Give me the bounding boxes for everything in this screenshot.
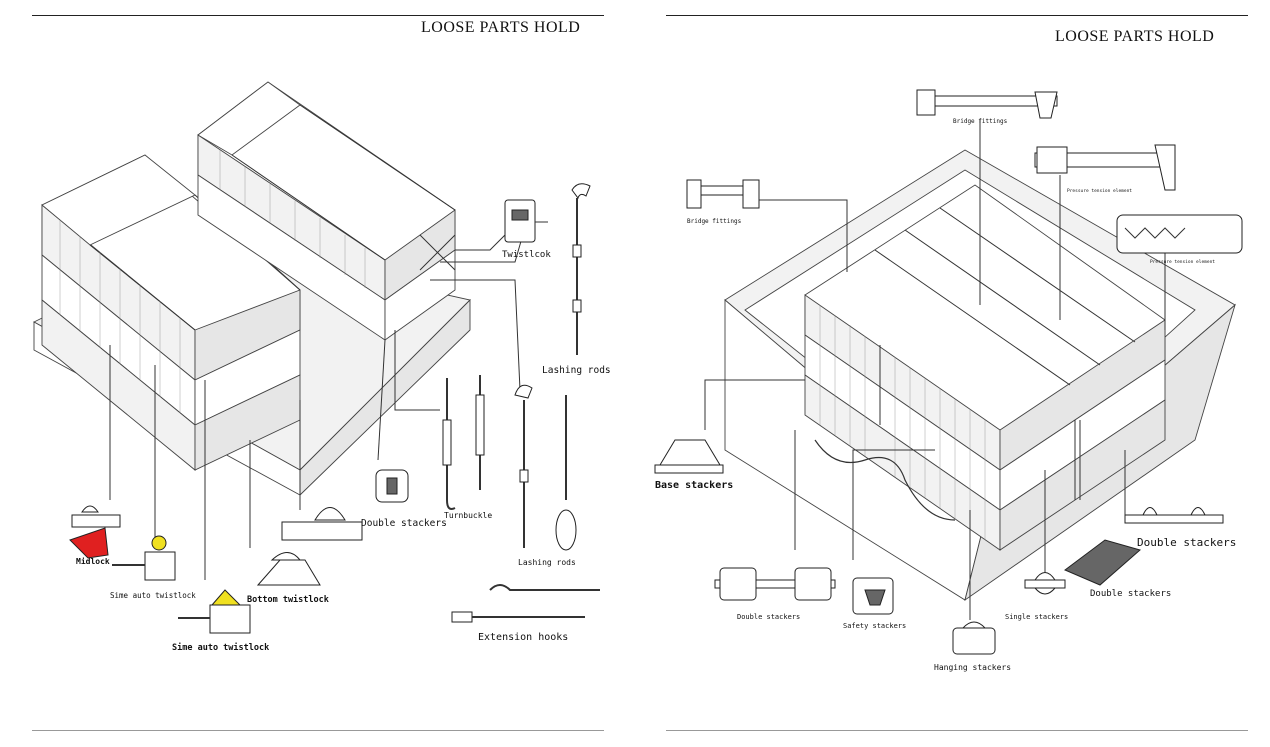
extension-hook-icon [451,584,600,623]
double-stacker-2-icon [1064,539,1142,586]
leader-lines-left [109,209,531,580]
label-twistlock: Twistlcok [502,250,551,260]
page-right: LOOSE PARTS HOLD [635,0,1270,747]
double-stacker-1-icon [1124,507,1224,524]
label-pressure-tension-1: Pressure tension element [1067,188,1132,194]
label-midlock: Midlock [76,556,110,566]
label-hanging-stackers: Hanging stackers [934,663,1011,672]
bridge-fitting-left-icon [686,179,760,209]
label-bridge-fittings-left: Bridge fittings [687,218,742,225]
label-lashing-rods-bottom: Lashing rods [518,558,576,567]
container-stack-right [197,81,456,341]
right-hold-diagram: Bridge fittings Bridge fittings Pressure… [654,89,1243,672]
label-turnbuckle: Turnbuckle [444,511,492,520]
container-ribs [819,305,986,540]
label-double-stackers: Double stackers [361,518,447,529]
label-double-stackers-1: Double stackers [1137,536,1236,549]
midlock-icon [69,505,121,559]
container-block [804,184,1166,551]
label-pressure-tension-2: Pressure tension element [1150,259,1215,265]
bridge-fitting-top-icon [916,89,1058,119]
bottom-rule [32,730,604,731]
bottom-twistlock-icon [256,507,363,586]
page-title: LOOSE PARTS HOLD [1055,28,1215,45]
label-double-stackers-2: Double stackers [1090,589,1171,599]
page-title: LOOSE PARTS HOLD [421,19,581,36]
label-base-stackers: Base stackers [655,480,733,491]
sime-auto-twistlock-1-icon [112,535,176,581]
label-sime-auto-twistlock-2: Sime auto twistlock [172,642,269,653]
label-lashing-rods-top: Lashing rods [542,365,611,376]
container-stack-left [41,154,301,471]
double-stacker-icon [375,469,409,503]
page-left: LOOSE PARTS HOLD [32,15,611,731]
label-bottom-twistlock: Bottom twistlock [247,594,329,605]
left-hold-diagram: Twistlcok Lashing rods Double stackers T… [33,81,611,653]
sime-auto-twistlock-2-icon [178,589,251,634]
label-double-stackers-3: Double stackers [737,613,800,621]
lashing-rod-short-icon [514,384,577,551]
base-stacker-icon [654,439,724,474]
pressure-tension-element-2-icon [1116,214,1243,254]
label-single-stackers: Single stackers [1005,613,1068,621]
label-safety-stackers: Safety stackers [843,622,906,630]
label-bridge-fittings-top: Bridge fittings [953,118,1008,125]
lashing-rod-long-icon [571,183,591,355]
safety-stacker-icon [852,577,894,615]
hanging-stacker-icon [952,621,996,655]
label-sime-auto-twistlock-1: Sime auto twistlock [110,591,196,600]
double-stacker-3-icon [714,567,836,601]
single-stacker-icon [1024,572,1066,595]
label-extension-hooks: Extension hooks [478,632,568,643]
cut-edge [814,439,956,521]
container-ribs [59,150,366,413]
pressure-tension-element-1-icon [1034,144,1176,191]
turnbuckle-icon [442,375,485,510]
bottom-rule [666,730,1248,731]
twistlock-icon [504,199,548,243]
leader-lines-right [704,120,1166,620]
top-rule [32,15,604,16]
top-rule [666,15,1248,16]
